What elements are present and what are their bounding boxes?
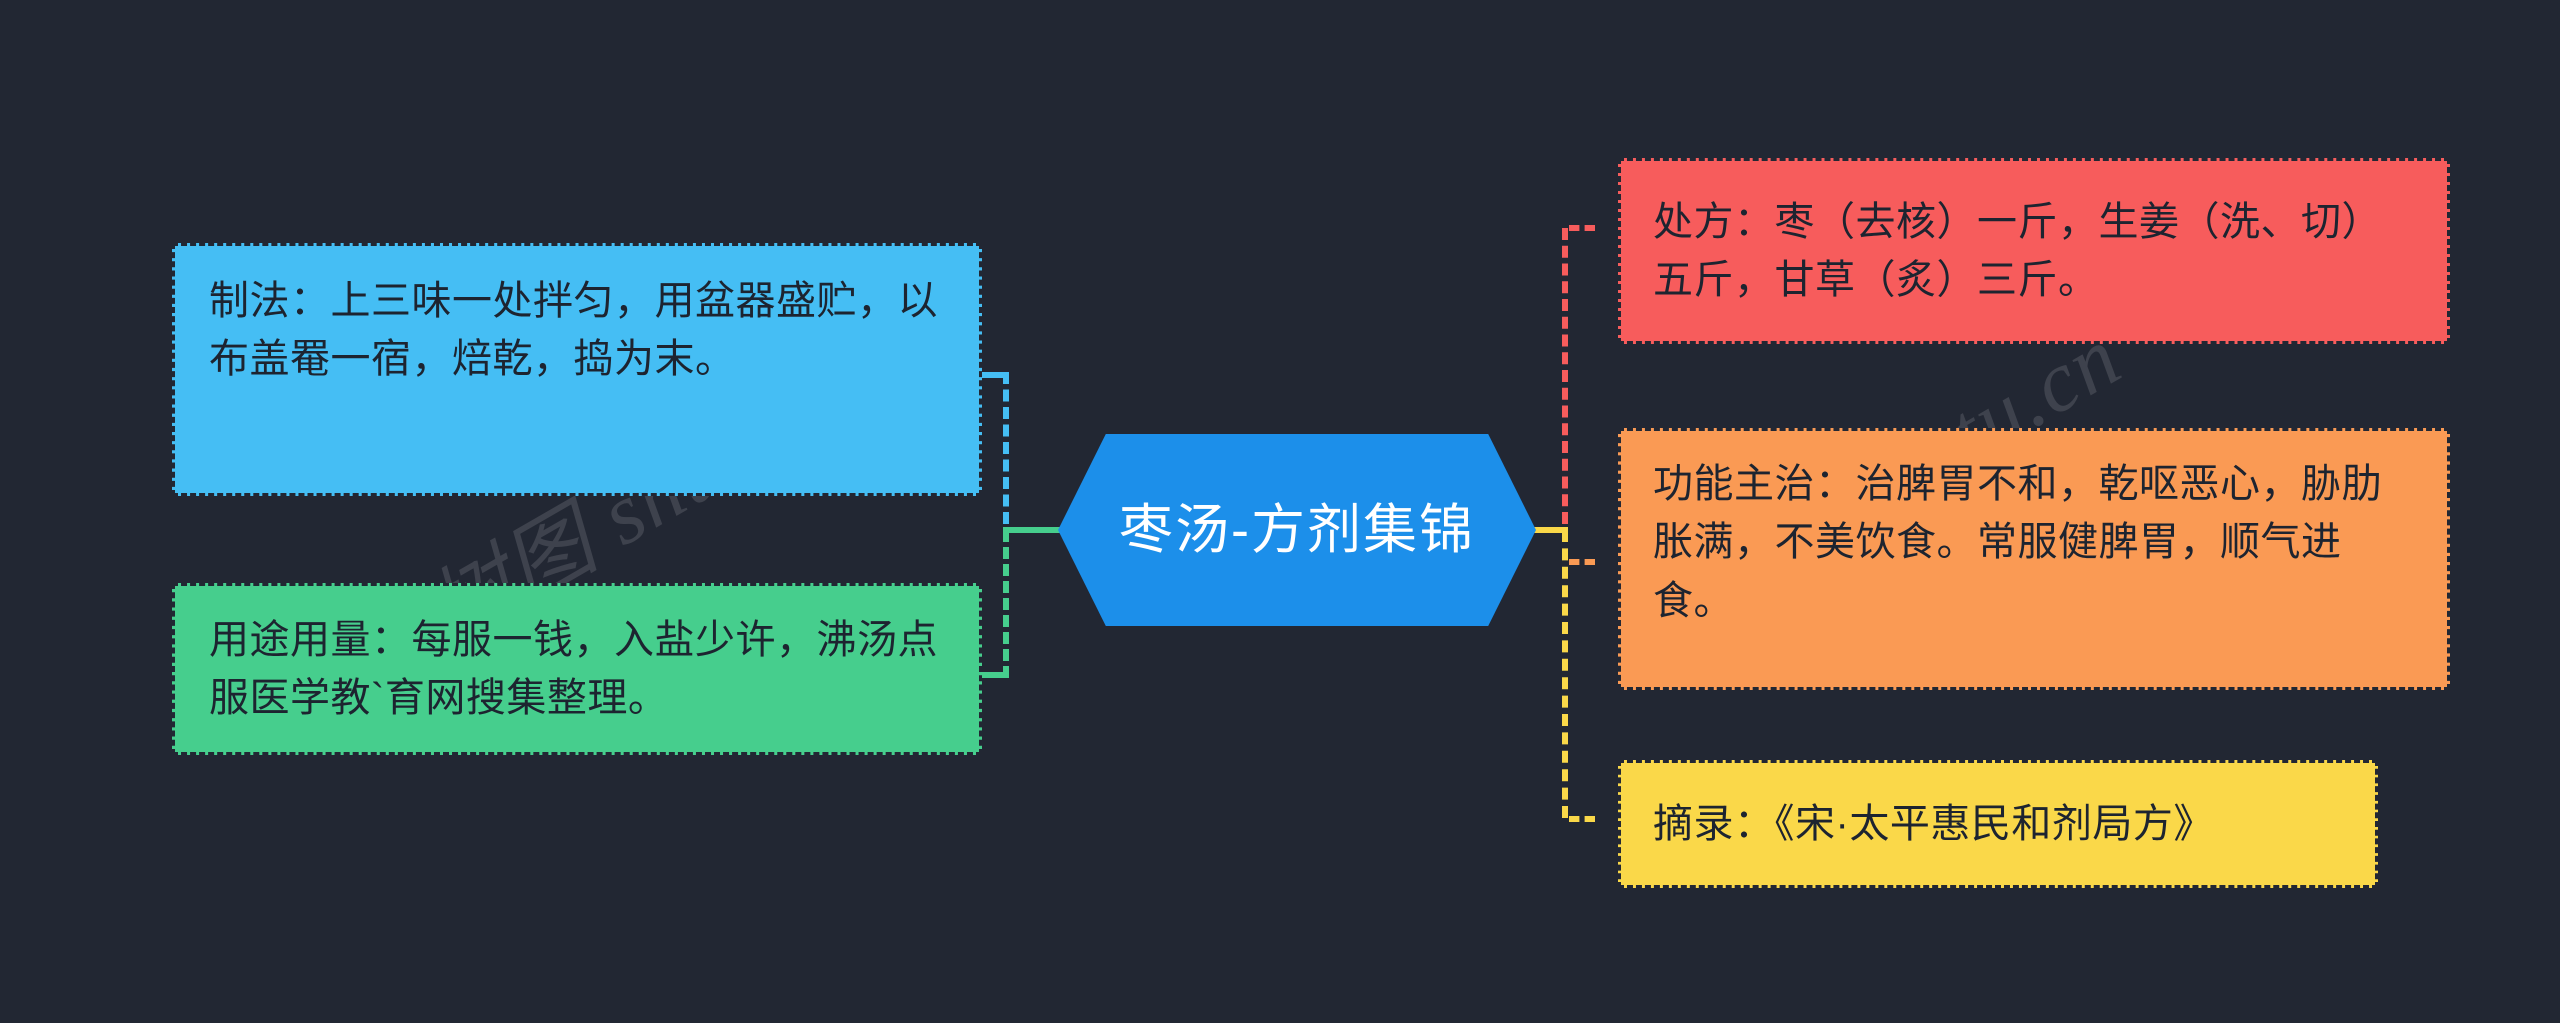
connector-zhifa-stub: [982, 372, 1006, 378]
central-node-label: 枣汤-方剂集锦: [1119, 500, 1475, 560]
branch-label-zhifa: 制法：上三味一处拌匀，用盆器盛贮，以布盖罨一宿，焙乾，捣为末。: [209, 279, 938, 382]
connector-yongtu-stub: [982, 672, 1006, 678]
connector-chufang-stub: [1569, 225, 1595, 231]
connector-left-spine-upper: [1003, 372, 1009, 524]
central-node[interactable]: 枣汤-方剂集锦: [1058, 434, 1536, 626]
branch-label-zhailu: 摘录：《宋·太平惠民和剂局方》: [1653, 801, 2214, 846]
branch-label-chufang: 处方：枣（去核）一斤，生姜（洗、切）五斤，甘草（炙）三斤。: [1653, 199, 2382, 302]
connector-right-spine-upper: [1562, 228, 1568, 524]
branch-label-yongtu: 用途用量：每服一钱，入盐少许，沸汤点服医学教`育网搜集整理。: [209, 617, 938, 720]
branch-label-gongneng: 功能主治：治脾胃不和，乾呕恶心，胁肋胀满，不美饮食。常服健脾胃，顺气进食。: [1653, 462, 2382, 623]
connector-center-to-right: [1520, 527, 1568, 533]
branch-node-zhifa[interactable]: 制法：上三味一处拌匀，用盆器盛贮，以布盖罨一宿，焙乾，捣为末。: [172, 243, 982, 496]
connector-left-spine-lower: [1003, 530, 1009, 678]
connector-right-spine-lower: [1562, 530, 1568, 818]
branch-node-gongneng[interactable]: 功能主治：治脾胃不和，乾呕恶心，胁肋胀满，不美饮食。常服健脾胃，顺气进食。: [1618, 428, 2450, 690]
branch-node-yongtu[interactable]: 用途用量：每服一钱，入盐少许，沸汤点服医学教`育网搜集整理。: [172, 583, 982, 755]
branch-node-zhailu[interactable]: 摘录：《宋·太平惠民和剂局方》: [1618, 760, 2378, 888]
connector-left-to-center: [1003, 527, 1075, 533]
connector-zhailu-stub: [1569, 816, 1595, 822]
connector-gongneng-stub: [1569, 559, 1595, 565]
branch-node-chufang[interactable]: 处方：枣（去核）一斤，生姜（洗、切）五斤，甘草（炙）三斤。: [1618, 158, 2450, 344]
